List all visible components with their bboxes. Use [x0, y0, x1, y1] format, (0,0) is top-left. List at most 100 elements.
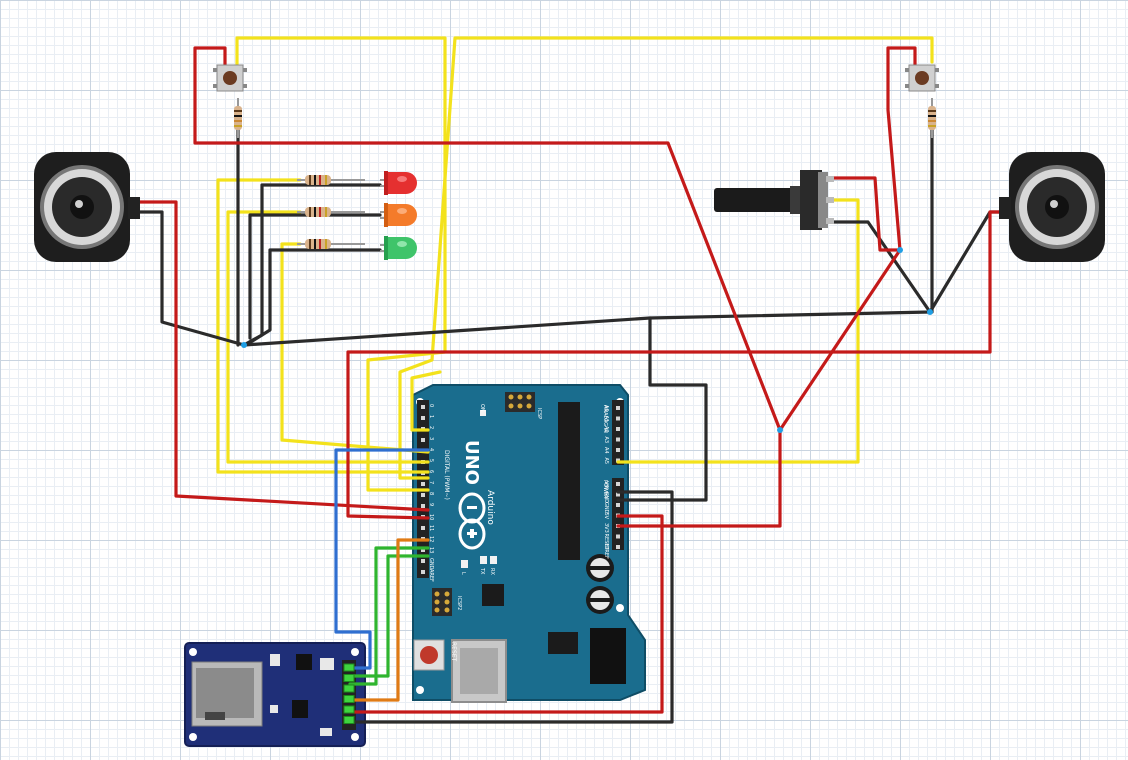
board-led-l: [461, 560, 468, 568]
speaker-right: [999, 152, 1105, 262]
header-pin[interactable]: [616, 416, 620, 421]
header-pin[interactable]: [616, 492, 620, 497]
sd-pin-connector[interactable]: [343, 716, 355, 724]
pin-label: A2: [603, 426, 609, 433]
pin-label: 6: [428, 470, 434, 473]
led-red: [380, 171, 417, 195]
wire-red-button-left[interactable]: [193, 46, 782, 528]
sd-pin-connector[interactable]: [343, 684, 355, 693]
resistor-button-right: [928, 98, 936, 138]
sd-pin-connector[interactable]: [343, 663, 355, 672]
icsp2-label: ICSP2: [456, 596, 462, 610]
pushbutton-left[interactable]: [213, 64, 247, 92]
speaker-left: [34, 152, 140, 262]
header-pin[interactable]: [616, 406, 620, 410]
sd-pin-connector[interactable]: [343, 674, 355, 682]
header-pin[interactable]: [616, 482, 620, 486]
header-pin[interactable]: [421, 526, 425, 530]
pin-label: RESET: [603, 534, 609, 551]
wire-junctions: [241, 247, 933, 433]
led-orange: [380, 203, 417, 227]
reset-button[interactable]: [413, 639, 445, 671]
pin-label: 10: [428, 514, 434, 520]
sd-pin-connector[interactable]: [343, 705, 355, 714]
wire-red-button-right[interactable]: [778, 46, 917, 432]
wire-yellow-pot-a0[interactable]: [616, 198, 860, 464]
icsp2-header: [432, 588, 452, 616]
wire-green-sd-mosi[interactable]: [348, 546, 430, 686]
on-label: ON: [479, 404, 485, 412]
header-pin[interactable]: [421, 548, 425, 552]
pin-label: 3: [428, 437, 434, 440]
pin-label: 7: [428, 481, 434, 484]
resistor-led-green: [297, 239, 365, 249]
capacitor-2: [586, 586, 614, 614]
header-pin[interactable]: [616, 545, 620, 549]
wire-black-pot[interactable]: [830, 220, 932, 314]
wire-yellow-led-red[interactable]: [216, 178, 430, 474]
board-brand-label: Arduino: [485, 490, 495, 525]
header-pin[interactable]: [421, 438, 425, 442]
board-led-on: [480, 410, 486, 416]
wire-red-speaker-right[interactable]: [346, 210, 1012, 520]
icsp-header: [505, 392, 535, 412]
wire-black-speaker-left[interactable]: [138, 210, 246, 347]
pin-label: A1: [603, 416, 609, 423]
sd-pin-connector[interactable]: [343, 695, 355, 703]
header-pin[interactable]: [616, 534, 620, 539]
wire-yellow-extra[interactable]: [410, 370, 442, 432]
led-green: [380, 236, 417, 260]
wire-black-led-orange[interactable]: [248, 213, 382, 340]
wire-yellow-button-right[interactable]: [398, 36, 934, 480]
header-pin[interactable]: [421, 493, 425, 497]
pin-label: 12: [428, 536, 434, 542]
dc-power-jack: [590, 628, 626, 684]
header-pin[interactable]: [616, 448, 620, 452]
wire-black-led-green[interactable]: [244, 248, 382, 347]
sd-regulator: [292, 700, 308, 718]
wire-green-sd-sck[interactable]: [348, 554, 430, 678]
wire-yellow-led-orange[interactable]: [226, 210, 430, 464]
pin-label: GND: [603, 492, 609, 504]
pushbutton-right[interactable]: [905, 64, 939, 92]
header-pin[interactable]: [616, 503, 620, 507]
wire-black-sd-gnd[interactable]: [348, 490, 674, 724]
analog-header: [612, 400, 624, 465]
board-led-rx: [490, 556, 497, 564]
wire-red-pot[interactable]: [828, 176, 902, 252]
wire-red-speaker-left[interactable]: [138, 200, 430, 512]
wire-black-gnd-board[interactable]: [616, 316, 708, 502]
pin-label: 9: [428, 503, 434, 506]
pin-label: AREF: [428, 569, 434, 582]
led-tx-label: TX: [479, 567, 485, 575]
wire-yellow-led-green[interactable]: [280, 242, 430, 454]
pin-label: 5V: [603, 513, 609, 520]
header-pin[interactable]: [616, 437, 620, 442]
wire-red-sd-vcc[interactable]: [348, 514, 664, 714]
wire-orange-sd-miso[interactable]: [348, 538, 430, 702]
potentiometer[interactable]: [714, 170, 834, 230]
potentiometer-shaft[interactable]: [714, 188, 794, 212]
resistor-button-left: [234, 98, 242, 138]
power-header-label: POWER: [602, 480, 608, 499]
digital-header-label: DIGITAL (PWM~): [443, 450, 450, 500]
board-model-label: UNO: [461, 440, 482, 485]
wire-black-gnd-trunk[interactable]: [242, 210, 1012, 347]
sd-pins: [343, 663, 355, 724]
wire-blue-sd-cs[interactable]: [334, 448, 430, 670]
header-pin[interactable]: [421, 504, 425, 508]
voltage-regulator: [548, 632, 578, 654]
header-pin[interactable]: [421, 559, 425, 563]
led-l-label: L: [460, 572, 466, 575]
pin-label: IOREF: [603, 544, 609, 559]
header-pin[interactable]: [421, 482, 425, 486]
resistor-led-orange: [297, 207, 365, 217]
header-pin[interactable]: [421, 405, 425, 409]
header-pin[interactable]: [421, 416, 425, 420]
pin-label: GND: [428, 558, 434, 570]
sd-capacitor: [320, 658, 334, 670]
header-pin[interactable]: [421, 570, 425, 574]
header-pin[interactable]: [616, 427, 620, 431]
